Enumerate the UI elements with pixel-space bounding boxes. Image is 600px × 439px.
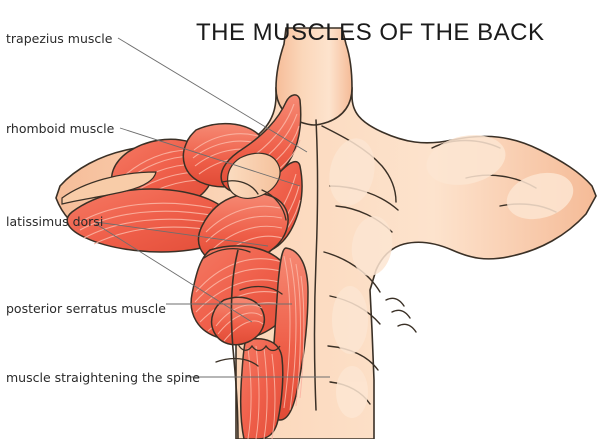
arm-skin-wedge xyxy=(61,171,157,205)
label-rhomboid-muscle: rhomboid muscle xyxy=(6,121,115,136)
leader-latissimus-b xyxy=(95,223,253,323)
page-title: THE MUSCLES OF THE BACK xyxy=(196,19,545,46)
muscle-lumbar-block xyxy=(239,338,284,439)
leader-latissimus-a xyxy=(95,221,269,247)
left-torso-contour xyxy=(230,249,239,439)
label-posterior-serratus-muscle: posterior serratus muscle xyxy=(6,301,166,316)
scapula-tendon-patch xyxy=(227,152,281,199)
label-trapezius-muscle: trapezius muscle xyxy=(6,31,113,46)
right-side-skin-highlights xyxy=(329,135,574,418)
label-muscle-straightening-the-spine: muscle straightening the spine xyxy=(6,370,201,385)
leader-lines xyxy=(95,37,330,378)
left-side-fascia xyxy=(203,180,287,367)
leader-rhomboid xyxy=(119,127,301,187)
label-latissimus-dorsi: latissimus dorsi xyxy=(6,214,104,229)
leader-trapezius xyxy=(117,37,308,153)
